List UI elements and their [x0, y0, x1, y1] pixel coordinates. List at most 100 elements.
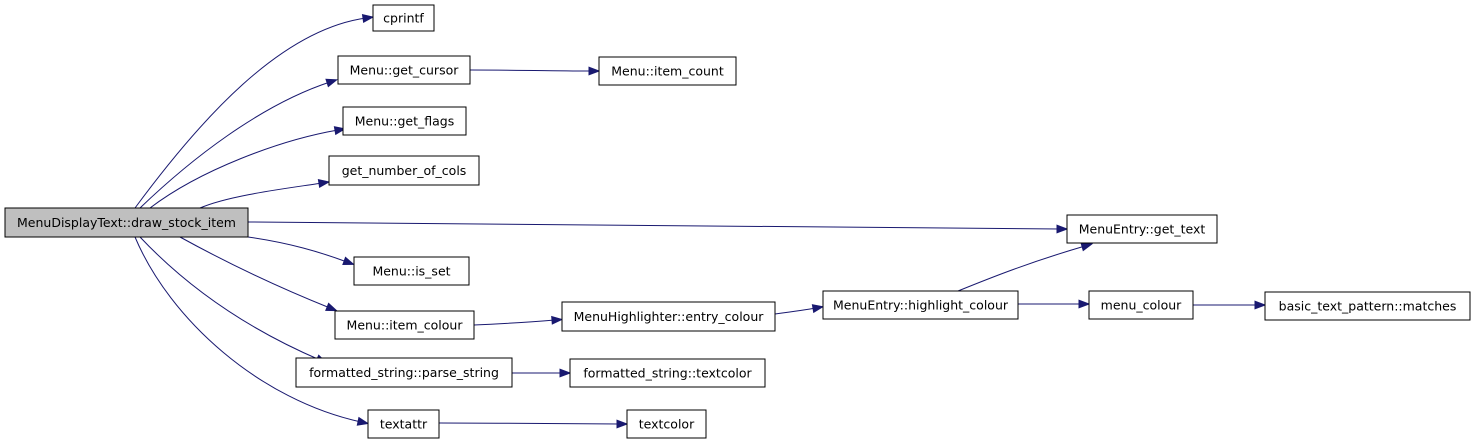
- node-box: [1066, 214, 1218, 244]
- edge-draw_stock_item-to-get_cursor: [139, 78, 338, 209]
- node-get-flags[interactable]: Menu::get_flags: [342, 106, 467, 136]
- edge-draw_stock_item-to-get_text: [247, 221, 1069, 234]
- node-parse-string[interactable]: formatted_string::parse_string: [295, 357, 513, 388]
- node-box: [1264, 291, 1471, 321]
- arrow-head: [325, 78, 338, 88]
- node-is-set[interactable]: Menu::is_set: [353, 256, 470, 286]
- arrow-head: [588, 66, 601, 76]
- edge-draw_stock_item-to-cprintf: [134, 14, 375, 209]
- edge-draw_stock_item-to-item_colour: [179, 236, 338, 312]
- node-box: [4, 207, 249, 238]
- edge-draw_stock_item-to-get_number_of_cols: [199, 179, 331, 209]
- node-label: formatted_string::textcolor: [583, 366, 752, 381]
- edge-get_cursor-to-item_count: [469, 66, 601, 76]
- edge-line: [134, 236, 362, 423]
- arrow-head: [356, 416, 370, 426]
- node-label: basic_text_pattern::matches: [1279, 299, 1457, 314]
- node-label: MenuHighlighter::entry_colour: [574, 309, 765, 324]
- edge-textattr-to-textcolor: [438, 419, 629, 429]
- arrow-head: [317, 179, 331, 188]
- node-label: formatted_string::parse_string: [309, 365, 499, 380]
- nodes-layer: MenuDisplayText::draw_stock_item cprintfM…: [4, 4, 1471, 439]
- arrow-head: [559, 368, 572, 378]
- edge-line: [247, 221, 1061, 230]
- arrow-head: [551, 315, 564, 325]
- node-label: Menu::is_set: [372, 264, 450, 279]
- arrow-head: [1078, 299, 1091, 309]
- node-box: [561, 301, 776, 332]
- edge-line: [179, 236, 331, 309]
- arrow-head: [1056, 224, 1069, 234]
- node-menu-colour[interactable]: menu_colour: [1088, 290, 1194, 320]
- node-item-colour[interactable]: Menu::item_colour: [334, 310, 475, 340]
- node-box: [328, 155, 480, 186]
- arrow-head: [1080, 242, 1094, 252]
- edge-draw_stock_item-to-is_set: [247, 236, 355, 266]
- node-box: [569, 358, 766, 388]
- node-label: get_number_of_cols: [342, 163, 467, 178]
- node-box: [598, 56, 737, 86]
- node-fs-textcolor[interactable]: formatted_string::textcolor: [569, 358, 766, 388]
- node-item-count[interactable]: Menu::item_count: [598, 56, 737, 86]
- edge-highlight_colour-to-menu_colour: [1017, 299, 1091, 309]
- node-matches[interactable]: basic_text_pattern::matches: [1264, 291, 1471, 321]
- node-highlight-colour[interactable]: MenuEntry::highlight_colour: [822, 290, 1019, 320]
- node-box: [334, 310, 475, 340]
- node-textcolor[interactable]: textcolor: [626, 409, 707, 439]
- node-box: [367, 409, 440, 439]
- node-box: [337, 55, 471, 85]
- edge-line: [469, 69, 593, 72]
- edge-draw_stock_item-to-get_flags: [149, 126, 347, 209]
- node-label: textattr: [380, 417, 428, 432]
- node-label: menu_colour: [1101, 298, 1183, 313]
- edge-draw_stock_item-to-parse_string: [139, 236, 328, 364]
- node-get-number-of-cols[interactable]: get_number_of_cols: [328, 155, 480, 186]
- arrow-head: [616, 419, 629, 429]
- node-box: [353, 256, 470, 286]
- node-box: [372, 4, 435, 32]
- edge-line: [774, 307, 817, 315]
- node-draw-stock-item[interactable]: MenuDisplayText::draw_stock_item: [4, 207, 249, 238]
- edge-line: [438, 422, 621, 425]
- node-label: Menu::get_cursor: [350, 63, 460, 78]
- edge-line: [134, 17, 367, 209]
- arrow-head: [811, 304, 825, 314]
- edge-line: [199, 182, 323, 209]
- edge-line: [139, 81, 331, 209]
- edge-entry_colour-to-highlight_colour: [774, 304, 825, 315]
- arrow-head: [325, 302, 338, 312]
- node-cprintf[interactable]: cprintf: [372, 4, 435, 32]
- edge-line: [473, 319, 556, 326]
- node-get-cursor[interactable]: Menu::get_cursor: [337, 55, 471, 85]
- node-entry-colour[interactable]: MenuHighlighter::entry_colour: [561, 301, 776, 332]
- node-label: MenuEntry::get_text: [1079, 222, 1206, 237]
- node-get-text[interactable]: MenuEntry::get_text: [1066, 214, 1218, 244]
- arrow-head: [342, 256, 355, 266]
- arrow-head: [361, 14, 375, 23]
- edge-line: [957, 245, 1086, 292]
- node-box: [626, 409, 707, 439]
- edge-line: [149, 129, 339, 209]
- node-label: MenuEntry::highlight_colour: [833, 298, 1009, 313]
- node-label: MenuDisplayText::draw_stock_item: [17, 215, 236, 230]
- node-box: [1088, 290, 1194, 320]
- node-label: Menu::item_count: [611, 64, 724, 79]
- node-box: [342, 106, 467, 136]
- node-label: cprintf: [383, 11, 424, 26]
- edge-highlight_colour-to-get_text: [957, 242, 1094, 292]
- edge-menu_colour-to-matches: [1193, 300, 1267, 310]
- edge-item_colour-to-entry_colour: [473, 315, 564, 326]
- edge-parse_string-to-fs_textcolor: [512, 368, 572, 378]
- node-label: Menu::get_flags: [355, 114, 455, 129]
- arrow-head: [1254, 300, 1267, 310]
- edge-line: [247, 236, 348, 263]
- node-box: [295, 357, 513, 388]
- edge-draw_stock_item-to-textattr: [134, 236, 370, 426]
- arrow-head: [333, 126, 347, 136]
- node-box: [822, 290, 1019, 320]
- edge-line: [139, 236, 321, 361]
- node-label: Menu::item_colour: [347, 318, 464, 333]
- node-textattr[interactable]: textattr: [367, 409, 440, 439]
- node-label: textcolor: [639, 417, 695, 432]
